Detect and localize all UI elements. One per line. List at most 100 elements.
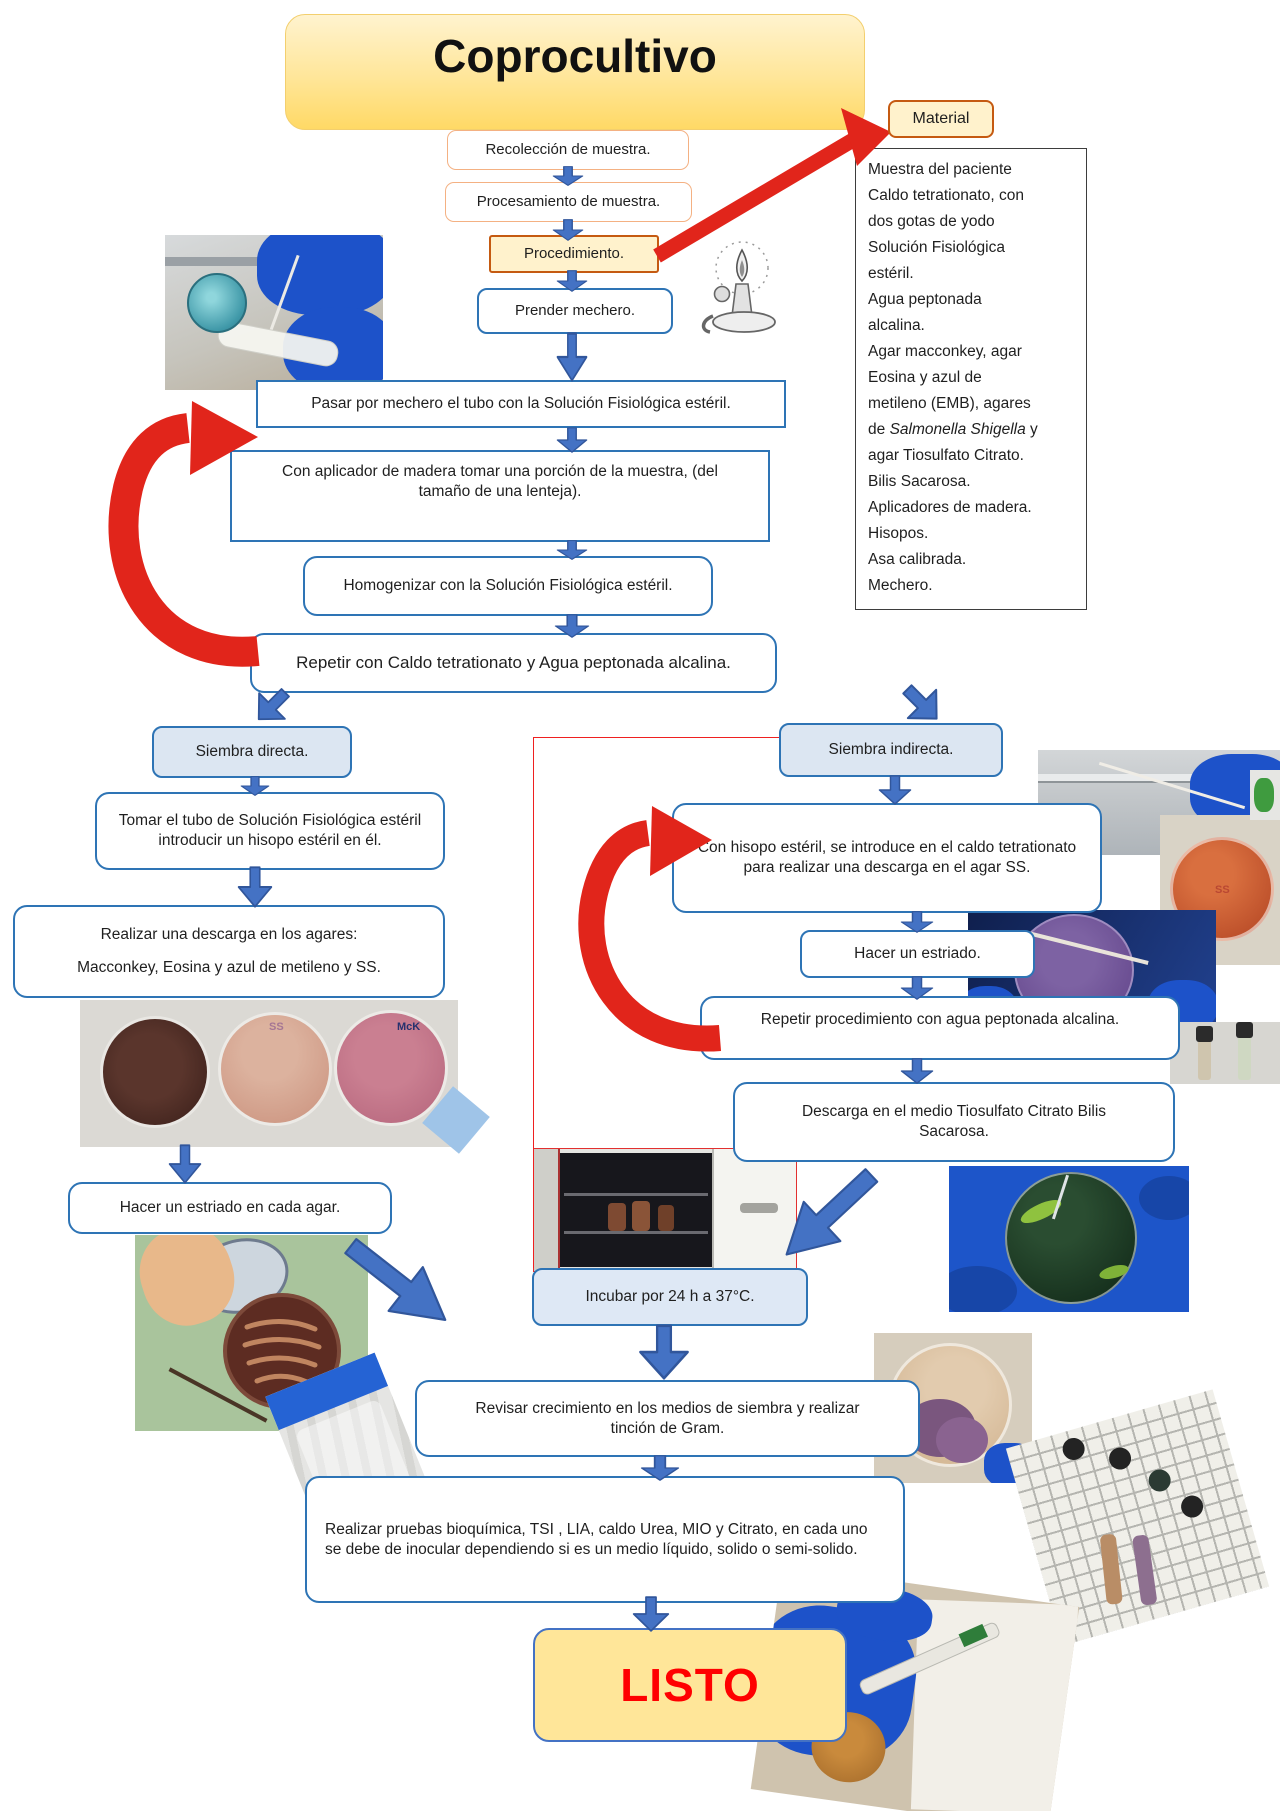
arrow-down-icon	[240, 775, 270, 797]
arrow-down-icon	[556, 539, 588, 561]
material-line: Bilis Sacarosa.	[868, 473, 971, 490]
plate-label-mck: McK	[397, 1021, 421, 1033]
flow-box-label: Con hisopo estéril, se introduce en el c…	[697, 839, 1077, 876]
listo-label: LISTO	[620, 1659, 760, 1711]
arrow-down-icon	[638, 1324, 690, 1380]
tube-dark-cap	[1106, 1444, 1134, 1473]
tube	[1198, 1030, 1211, 1080]
flow-box-tomar-tubo: Tomar el tubo de Solución Fisiológica es…	[95, 792, 445, 870]
plate-label-ss: SS	[1215, 884, 1230, 896]
flow-box-label: Hacer un estriado en cada agar.	[119, 1199, 341, 1217]
tube-dark-cap	[1178, 1492, 1206, 1521]
material-line: Solución Fisiológica	[868, 239, 1005, 256]
tube-body	[1099, 1533, 1123, 1605]
photo-capped-tubes	[1170, 1022, 1280, 1084]
flow-box-label: Homogenizar con la Solución Fisiológica …	[343, 577, 673, 595]
material-line: Hisopos.	[868, 525, 929, 542]
photo-gloves-tube	[165, 235, 383, 390]
glove-shadow	[949, 1266, 1017, 1312]
flow-box-incubar: Incubar por 24 h a 37°C.	[532, 1268, 808, 1326]
material-line: dos gotas de yodo	[868, 213, 995, 230]
tube	[1238, 1026, 1251, 1080]
branch-label: Siembra indirecta.	[828, 741, 954, 759]
flow-box-label: Descarga en el medio Tiosulfato Citrato …	[801, 1103, 1107, 1140]
flow-box-repetir-agua: Repetir procedimiento con agua peptonada…	[700, 996, 1180, 1060]
flow-box-label: Hacer un estriado.	[854, 945, 981, 963]
arrow-down-icon	[632, 1596, 670, 1632]
flow-box-label: Recolección de muestra.	[485, 141, 651, 159]
photo-ss-agar-plate: SS	[1160, 815, 1280, 965]
branch-box-siembra-indirecta: Siembra indirecta.	[779, 723, 1003, 777]
flow-box-aplicador: Con aplicador de madera tomar una porció…	[230, 450, 770, 542]
bottle	[632, 1201, 650, 1231]
plate-label-ss: SS	[269, 1021, 284, 1033]
flow-box-label: Procedimiento.	[523, 245, 625, 263]
flow-box-label: Realizar pruebas bioquímica, TSI , LIA, …	[325, 1520, 868, 1558]
page-title: Coprocultivo	[285, 14, 865, 130]
bottle	[608, 1203, 626, 1231]
material-line: Eosina y azul de	[868, 369, 982, 386]
flow-box-pasar-mechero: Pasar por mechero el tubo con la Solució…	[256, 380, 786, 428]
red-loop-arrow-right-icon	[560, 788, 730, 1052]
flow-box-label: Macconkey, Eosina y azul de metileno y S…	[77, 959, 381, 977]
photo-tcbs-green-plate	[949, 1166, 1189, 1312]
tube-dark-cap	[1146, 1466, 1174, 1495]
arrow-down-icon	[640, 1454, 680, 1482]
incubator-frame	[534, 1149, 560, 1271]
flow-box-label: Repetir con Caldo tetrationato y Agua pe…	[296, 653, 731, 673]
incubator-shelf	[564, 1231, 708, 1234]
photo-three-agar-plates: SS McK	[80, 1000, 458, 1147]
flow-box-label: Revisar crecimiento en los medios de sie…	[475, 1399, 860, 1437]
arrow-down-icon	[900, 1058, 934, 1084]
red-connector-horizontal	[533, 737, 779, 738]
photo-fragment-green-tube	[1250, 770, 1280, 820]
material-line: Mechero.	[868, 577, 933, 594]
flow-box-label: Realizar una descarga en los agares:	[100, 925, 358, 943]
branch-box-siembra-directa: Siembra directa.	[152, 726, 352, 778]
photo-incubator	[533, 1148, 797, 1272]
arrow-down-icon	[556, 427, 588, 453]
tube-dark-cap	[1060, 1435, 1088, 1463]
flow-box-label: Repetir procedimiento con agua peptonada…	[760, 1011, 1120, 1028]
flow-box-revisar: Revisar crecimiento en los medios de sie…	[415, 1380, 920, 1457]
arrow-down-icon	[556, 269, 588, 293]
arrow-down-icon	[554, 613, 590, 639]
material-line: Asa calibrada.	[868, 551, 967, 568]
green-cap	[1254, 778, 1274, 812]
material-line: de Salmonella Shigella y	[868, 421, 1038, 438]
material-line: alcalina.	[868, 317, 925, 334]
arrow-down-icon	[552, 218, 584, 242]
flow-box-label: Pasar por mechero el tubo con la Solució…	[311, 395, 731, 413]
red-connector-vertical	[533, 737, 534, 1268]
agar-plate-green	[1005, 1172, 1137, 1304]
flow-box-estriado-cada-agar: Hacer un estriado en cada agar.	[68, 1182, 392, 1234]
blue-glove	[257, 235, 383, 315]
arrow-down-icon	[900, 910, 934, 934]
flow-box-con-hisopo: Con hisopo estéril, se introduce en el c…	[672, 803, 1102, 913]
flow-box-descarga-agares: Realizar una descarga en los agares: Mac…	[13, 905, 445, 998]
agar-plate-ss: SS	[218, 1012, 332, 1126]
title-text: Coprocultivo	[433, 30, 717, 82]
flow-box-pruebas: Realizar pruebas bioquímica, TSI , LIA, …	[305, 1476, 905, 1603]
material-line: agar Tiosulfato Citrato.	[868, 447, 1024, 464]
arrow-down-icon	[878, 775, 912, 805]
flow-box-label: Incubar por 24 h a 37°C.	[585, 1288, 755, 1306]
tube-body	[1131, 1534, 1158, 1606]
purple-growth	[936, 1417, 988, 1463]
flow-box-recoleccion: Recolección de muestra.	[447, 130, 689, 170]
material-line: Aplicadores de madera.	[868, 499, 1032, 516]
tube-dark-cap	[1236, 1022, 1253, 1038]
arrow-down-icon	[168, 1144, 202, 1184]
door-handle	[740, 1203, 778, 1213]
flow-box-hacer-estriado: Hacer un estriado.	[800, 930, 1035, 978]
flow-box-procesamiento: Procesamiento de muestra.	[445, 182, 692, 222]
incubator-shelf	[564, 1193, 708, 1196]
tube-dark-cap	[1196, 1026, 1213, 1042]
material-line: Muestra del paciente	[868, 161, 1012, 178]
material-button: Material	[888, 100, 994, 138]
material-line: Agua peptonada	[868, 291, 982, 308]
tube-cap	[187, 273, 247, 333]
material-line: metileno (EMB), agares	[868, 395, 1031, 412]
